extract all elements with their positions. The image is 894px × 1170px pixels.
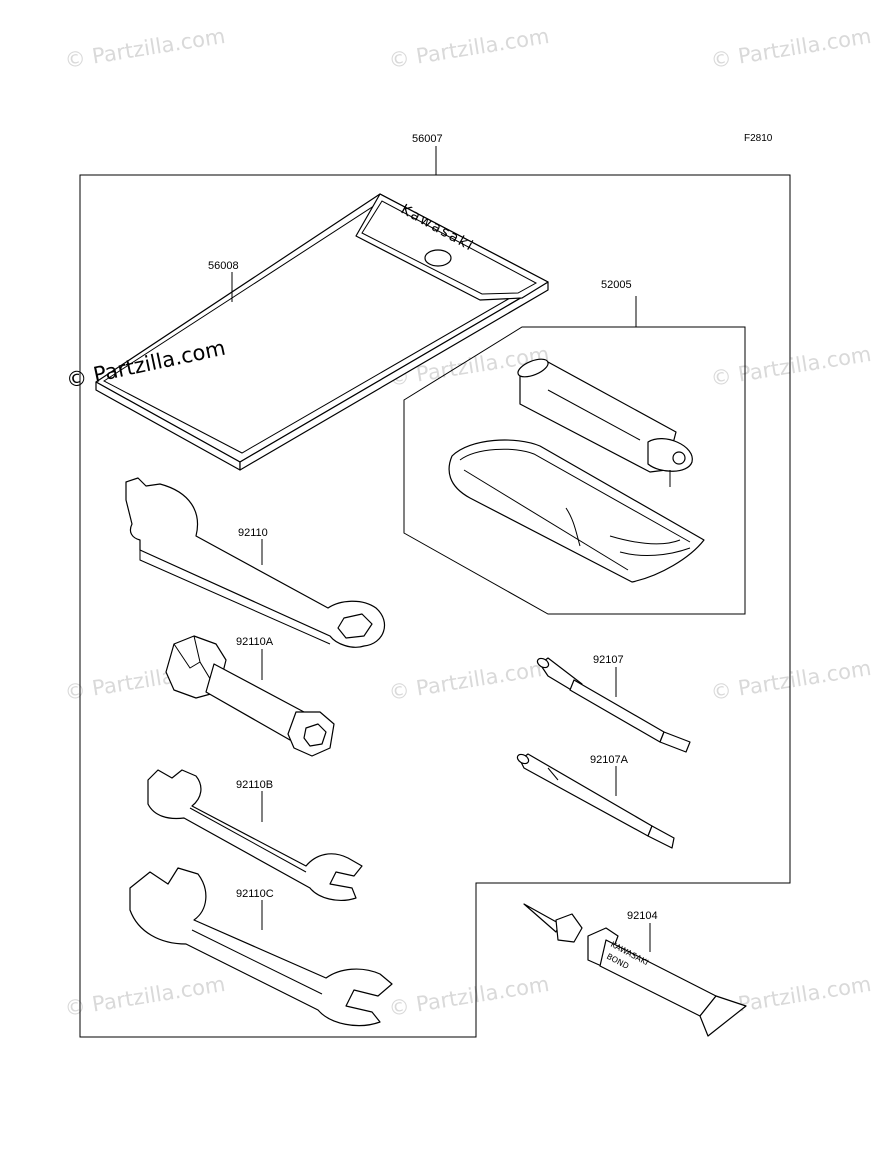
part-label-92107A[interactable]: 92107A — [590, 754, 629, 766]
kit-boundary — [79, 174, 791, 1038]
diagram-code: F2810 — [744, 133, 773, 144]
part-label-56008[interactable]: 56008 — [208, 260, 239, 272]
repair-kit-tool — [517, 358, 693, 487]
part-label-52005[interactable]: 52005 — [601, 279, 632, 291]
watermark: © Partzilla.com — [63, 24, 227, 73]
part-label-92110C[interactable]: 92110C — [236, 888, 274, 900]
watermark: © Partzilla.com — [709, 24, 873, 73]
open-wrench-small — [147, 769, 363, 901]
watermark: © Partzilla.com — [387, 972, 551, 1021]
part-label-92110[interactable]: 92110 — [238, 527, 268, 539]
part-label-92110A[interactable]: 92110A — [236, 636, 274, 648]
watermark: © Partzilla.com — [709, 656, 873, 705]
watermark: © Partzilla.com — [387, 656, 551, 705]
watermark: © Partzilla.com — [387, 24, 551, 73]
part-label-92110B[interactable]: 92110B — [236, 779, 273, 791]
watermark: © Partzilla.com — [709, 342, 873, 391]
screwdriver-bit-flat — [516, 753, 675, 849]
bond-tube: KAWASAKI BOND — [523, 903, 747, 1037]
watermark: © Partzilla.com — [63, 972, 227, 1021]
plug-wrench — [165, 635, 335, 757]
part-label-56007[interactable]: 56007 — [412, 133, 443, 145]
part-label-92104[interactable]: 92104 — [627, 910, 658, 922]
repair-kit-bag — [448, 439, 705, 583]
open-wrench-large — [129, 867, 393, 1027]
box-wrench — [125, 477, 386, 648]
repair-kit-box — [403, 326, 746, 615]
tool-pouch: Kawasaki — [95, 193, 549, 471]
screwdriver-bit-phillips — [536, 657, 691, 753]
part-label-92107[interactable]: 92107 — [593, 654, 624, 666]
